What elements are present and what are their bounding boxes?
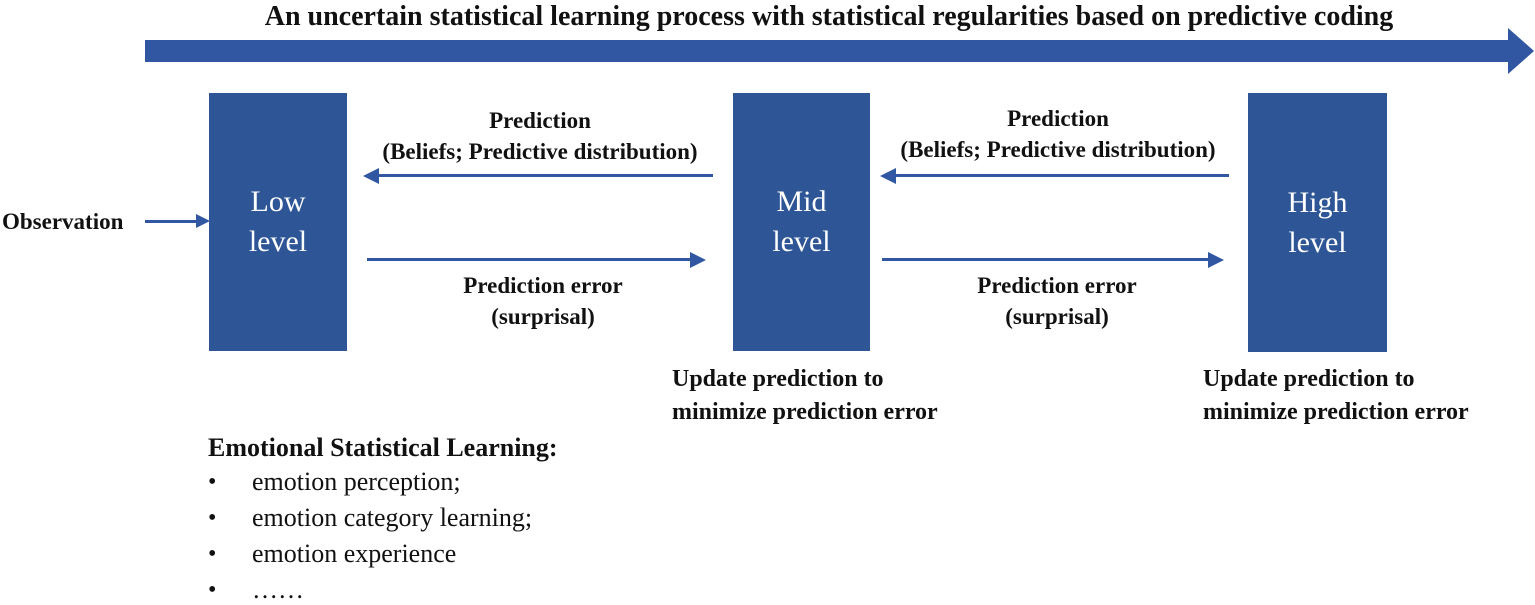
prediction-subtitle-low-mid: (Beliefs; Predictive distribution) bbox=[382, 139, 698, 164]
prediction-title-low-mid: Prediction bbox=[489, 108, 591, 133]
mid-level-label-line2: level bbox=[772, 225, 831, 258]
prediction-error-label-mid-high: Prediction error (surprisal) bbox=[977, 270, 1136, 332]
observation-arrow-head-icon bbox=[196, 214, 210, 228]
observation-label: Observation bbox=[2, 209, 124, 234]
prediction-error-title-mid-high: Prediction error bbox=[977, 273, 1137, 298]
esl-block: Emotional Statistical Learning: • emotio… bbox=[208, 432, 558, 605]
esl-item-label: emotion perception; bbox=[252, 467, 461, 496]
low-level-label-line2: level bbox=[248, 225, 308, 258]
diagram-title: An uncertain statistical learning proces… bbox=[264, 1, 1394, 32]
prediction-error-subtitle-mid-high: (surprisal) bbox=[1005, 304, 1109, 329]
prediction-error-arrow-low-mid-head-icon bbox=[690, 252, 706, 268]
esl-item-label: emotion experience bbox=[252, 539, 457, 568]
esl-item-ellipsis: • …… bbox=[208, 572, 558, 605]
bullet-icon: • bbox=[208, 469, 217, 495]
low-level-box: Low level bbox=[209, 93, 347, 351]
bullet-icon: • bbox=[208, 541, 217, 567]
prediction-arrow-mid-high-line bbox=[895, 174, 1229, 177]
prediction-error-title-low-mid: Prediction error bbox=[463, 273, 623, 298]
prediction-subtitle-mid-high: (Beliefs; Predictive distribution) bbox=[900, 137, 1216, 162]
prediction-arrow-low-mid-line bbox=[378, 174, 713, 177]
high-level-label-line1: High bbox=[1287, 185, 1348, 219]
mid-level-label-line1: Mid bbox=[776, 185, 827, 218]
update-note-high-line1: Update prediction to bbox=[1203, 366, 1415, 392]
prediction-arrow-low-mid-head-icon bbox=[363, 168, 379, 184]
prediction-error-arrow-mid-high-head-icon bbox=[1208, 252, 1224, 268]
esl-item-perception: • emotion perception; bbox=[208, 464, 558, 500]
update-note-mid-line1: Update prediction to bbox=[672, 366, 884, 392]
prediction-error-label-low-mid: Prediction error (surprisal) bbox=[463, 270, 622, 332]
update-note-mid-line2: minimize prediction error bbox=[672, 399, 938, 425]
esl-item-label: emotion category learning; bbox=[252, 503, 533, 532]
bullet-icon: • bbox=[208, 505, 217, 531]
prediction-label-low-mid: Prediction (Beliefs; Predictive distribu… bbox=[382, 105, 697, 167]
update-note-high-line2: minimize prediction error bbox=[1203, 399, 1469, 425]
update-note-high: Update prediction to minimize prediction… bbox=[1203, 363, 1469, 429]
high-level-label-line2: level bbox=[1288, 225, 1347, 259]
prediction-label-mid-high: Prediction (Beliefs; Predictive distribu… bbox=[900, 103, 1215, 165]
high-level-box: High level bbox=[1248, 93, 1387, 352]
bullet-icon: • bbox=[208, 577, 217, 603]
observation-arrow-line bbox=[145, 220, 197, 223]
mid-level-box: Mid level bbox=[733, 93, 870, 351]
update-note-mid: Update prediction to minimize prediction… bbox=[672, 363, 938, 429]
esl-heading: Emotional Statistical Learning: bbox=[208, 433, 558, 462]
prediction-error-subtitle-low-mid: (surprisal) bbox=[491, 304, 595, 329]
esl-item-experience: • emotion experience bbox=[208, 536, 558, 572]
process-arrow-bar bbox=[145, 40, 1508, 62]
low-level-label-line1: Low bbox=[250, 185, 306, 218]
prediction-error-arrow-low-mid-line bbox=[367, 258, 691, 261]
esl-item-label: …… bbox=[252, 575, 304, 604]
process-arrow-head-icon bbox=[1508, 28, 1534, 74]
prediction-title-mid-high: Prediction bbox=[1007, 106, 1109, 131]
prediction-error-arrow-mid-high-line bbox=[882, 258, 1209, 261]
prediction-arrow-mid-high-head-icon bbox=[880, 168, 896, 184]
esl-item-category-learning: • emotion category learning; bbox=[208, 500, 558, 536]
